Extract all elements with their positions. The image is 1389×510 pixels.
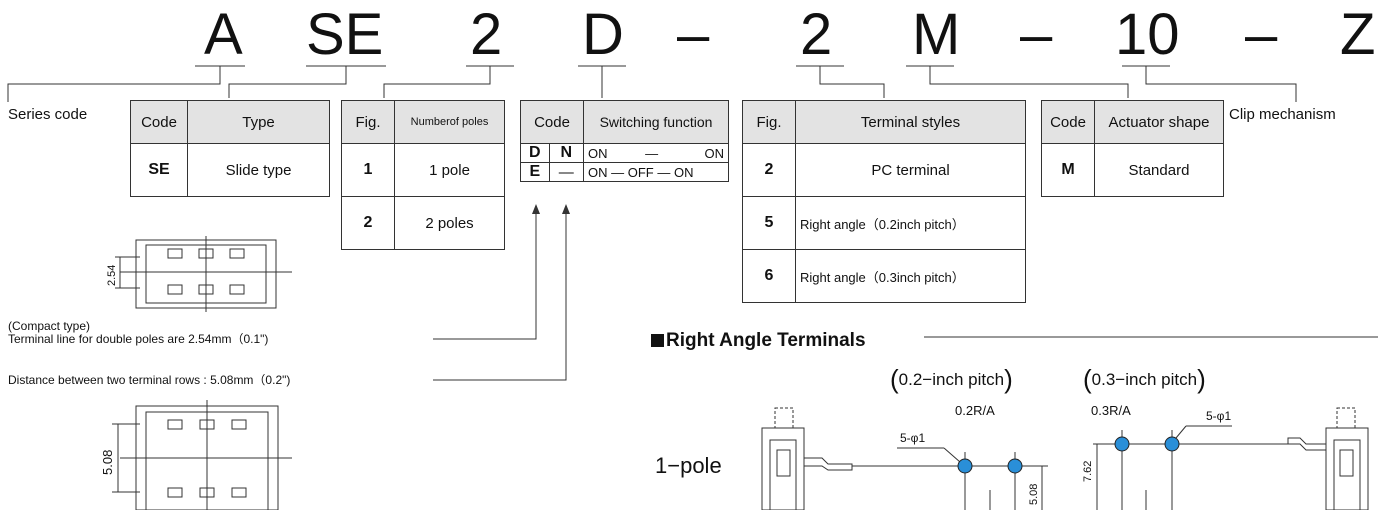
compact-note-2: Terminal line for double poles are 2.54m… [8,332,269,346]
terminal-desc-5: Right angle（0.2inch pitch） [795,196,1026,250]
code-dash-1: – [677,2,710,67]
type-table: Code Type SE Slide type [130,100,330,197]
code-clip: 10 [1115,2,1180,67]
terminal-desc-6: Right angle（0.3inch pitch） [795,249,1026,303]
pole-label: 1−pole [655,453,722,478]
switch-code-d: D [520,143,550,163]
code-type: SE [306,2,384,67]
right-angle-title: Right Angle Terminals [651,330,866,352]
hole-03-label: 5-φ1 [1206,409,1232,423]
code-terminal: 2 [800,2,833,67]
hole-02-label: 5-φ1 [900,431,926,445]
dim-762-ra: 7.62 [1082,460,1094,482]
header-code: Code [1041,100,1095,144]
header-terminal: Terminal styles [795,100,1026,144]
code-dash-2: – [1020,2,1053,67]
switch-code-dash: — [548,162,585,182]
terminal-desc-2: PC terminal [795,143,1026,197]
header-code: Code [519,100,585,144]
switch-dash: — [645,145,659,161]
switch-func-dn: ON — ON [583,143,729,163]
switch-code-n: N [548,143,585,163]
terminal-fig-5: 5 [742,196,796,250]
terminal-fig-6: 6 [742,249,796,303]
pitch-03-label: (0.3−inch pitch) [1083,364,1206,394]
switch-func-e: ON — OFF — ON [583,162,729,182]
switch-on-right: ON [704,145,725,161]
ra-03-label: 0.3R/A [1091,403,1131,418]
code-poles: 2 [470,2,503,67]
actuator-code-cell: M [1041,143,1095,197]
dim-508-ra: 5.08 [1028,483,1040,505]
clip-mechanism-label: Clip mechanism [1229,106,1336,123]
actuator-desc-cell: Standard [1094,143,1224,197]
header-type: Type [187,100,330,144]
pitch-02-label: (0.2−inch pitch) [890,364,1013,394]
type-desc-cell: Slide type [187,143,330,197]
header-poles: Numberof poles [394,100,505,144]
terminal-fig-2: 2 [742,143,796,197]
actuator-table: Code Actuator shape M Standard [1041,100,1224,197]
header-fig: Fig. [341,100,395,144]
header-fig: Fig. [742,100,796,144]
code-suffix: Z [1340,2,1376,67]
header-code: Code [130,100,188,144]
type-code-cell: SE [130,143,188,197]
title-square-icon [651,334,664,347]
series-code-label: Series code [8,106,88,123]
ra-02-label: 0.2R/A [955,403,995,418]
code-switching: D [582,2,624,67]
code-series: A [204,2,243,67]
code-actuator: M [912,2,961,67]
dim-254: 2.54 [106,264,118,286]
poles-fig-1: 1 [341,143,395,197]
header-actuator: Actuator shape [1094,100,1224,144]
poles-table: Fig. Numberof poles 1 1 pole 2 2 poles [341,100,505,250]
switch-on-left: ON [588,145,608,161]
poles-desc-1: 1 pole [394,143,505,197]
dim-508: 5.08 [100,449,115,475]
switching-table: Code Switching function D N ON — ON E — … [519,100,729,182]
switch-code-e: E [520,162,550,182]
distance-note: Distance between two terminal rows : 5.0… [8,373,291,387]
poles-fig-2: 2 [341,196,395,250]
code-dash-3: – [1245,2,1278,67]
compact-note-1: (Compact type) [8,319,91,333]
terminal-table: Fig. Terminal styles 2 PC terminal 5 Rig… [742,100,1026,303]
header-switching: Switching function [583,100,729,144]
poles-desc-2: 2 poles [394,196,505,250]
